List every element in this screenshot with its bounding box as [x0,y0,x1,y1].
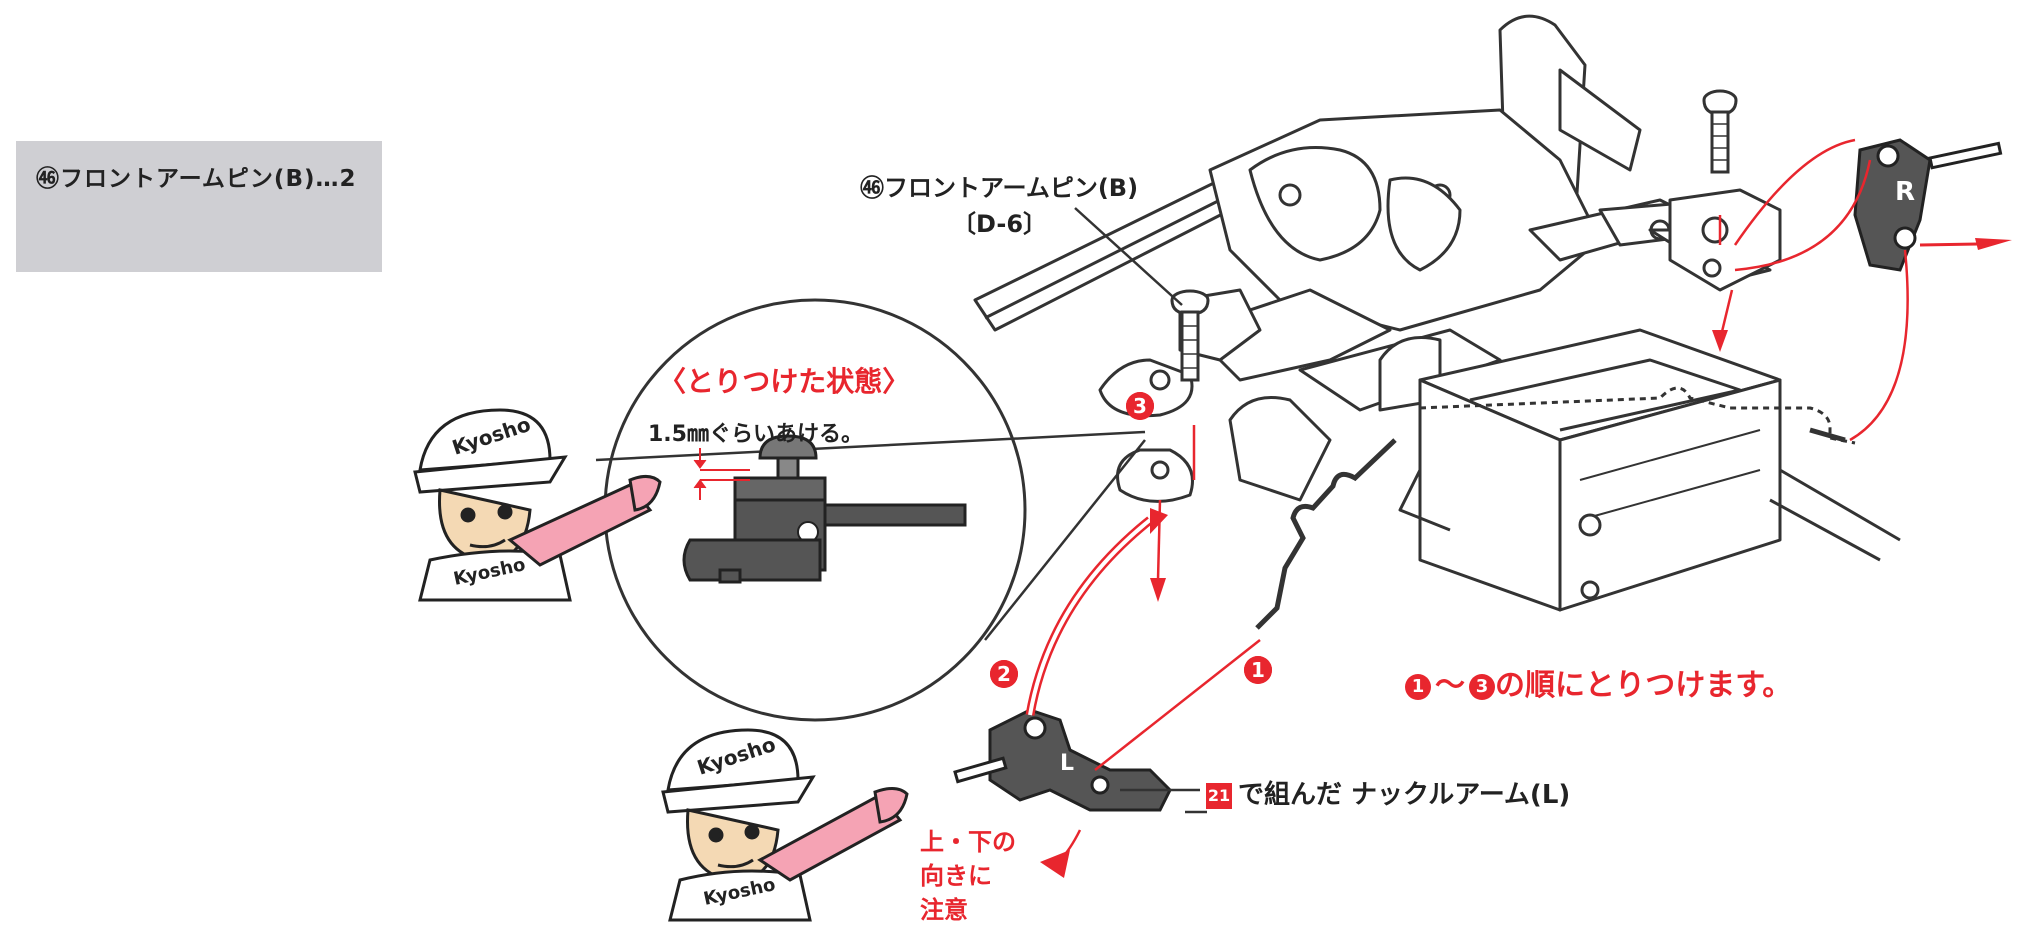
knuckle-note-text: で組んだ ナックルアーム(L) [1238,780,1571,810]
step-2-marker: 2 [990,660,1018,688]
pin-callout-ref: 〔D-6〕 [952,210,1048,238]
mascot-pointing-bottom: Kyosho Kyosho [661,728,909,922]
gap-note: 1.5㎜ぐらいあける。 [648,422,863,447]
knuckle-arm-l [953,708,1172,812]
caution-line-3: 注意 [920,896,968,924]
parts-box-label: ㊻フロントアームピン(B)…2 [36,166,357,192]
pin-leader-line [1074,207,1183,306]
knuckle-arm-r [1853,138,2003,272]
detail-magnifier [595,298,1146,722]
chassis-drawing [973,14,1782,503]
steering-rod [1255,386,1856,630]
knuckle-r-letter: R [1895,177,1915,207]
step-ref-badge: 21 [1206,782,1232,809]
top-screw-icon [1702,89,1738,174]
caution-line-2: 向きに [920,862,992,890]
pin-callout-name: ㊻フロントアームピン(B) [860,174,1139,202]
detail-title: 〈とりつけた状態〉 [658,365,911,398]
order-note-from: 1 [1405,673,1431,700]
direction-arrows [1025,238,2012,878]
caution-line-1: 上・下の [920,828,1016,856]
order-note-sep: ～ [1435,668,1465,703]
parts-box: ㊻フロントアームピン(B)…2 [16,141,382,272]
guide-lines [1059,138,1909,861]
servo-box-drawing [1398,328,1901,612]
knuckle-l-letter: L [1060,751,1074,776]
order-note-text: の順にとりつけます。 [1495,668,1793,703]
step-1-marker: 1 [1244,656,1272,684]
step-3-marker: 3 [1126,392,1154,420]
mascot-pointing-top: Kyosho Kyosho [413,408,662,602]
order-note-to: 3 [1469,673,1495,700]
